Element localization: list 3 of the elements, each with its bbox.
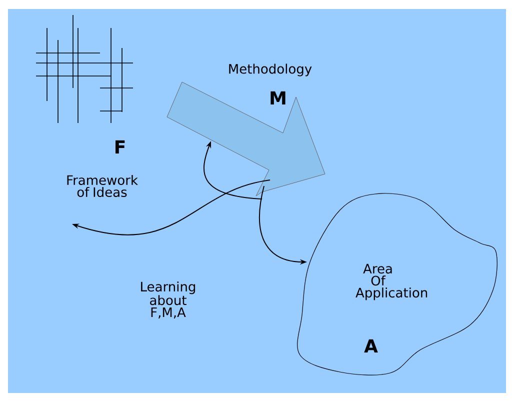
note-text: Learning about F,M,A (141, 282, 196, 318)
node-label: Methodology (229, 64, 312, 76)
framework-label: F Framework of Ideas (67, 140, 138, 198)
